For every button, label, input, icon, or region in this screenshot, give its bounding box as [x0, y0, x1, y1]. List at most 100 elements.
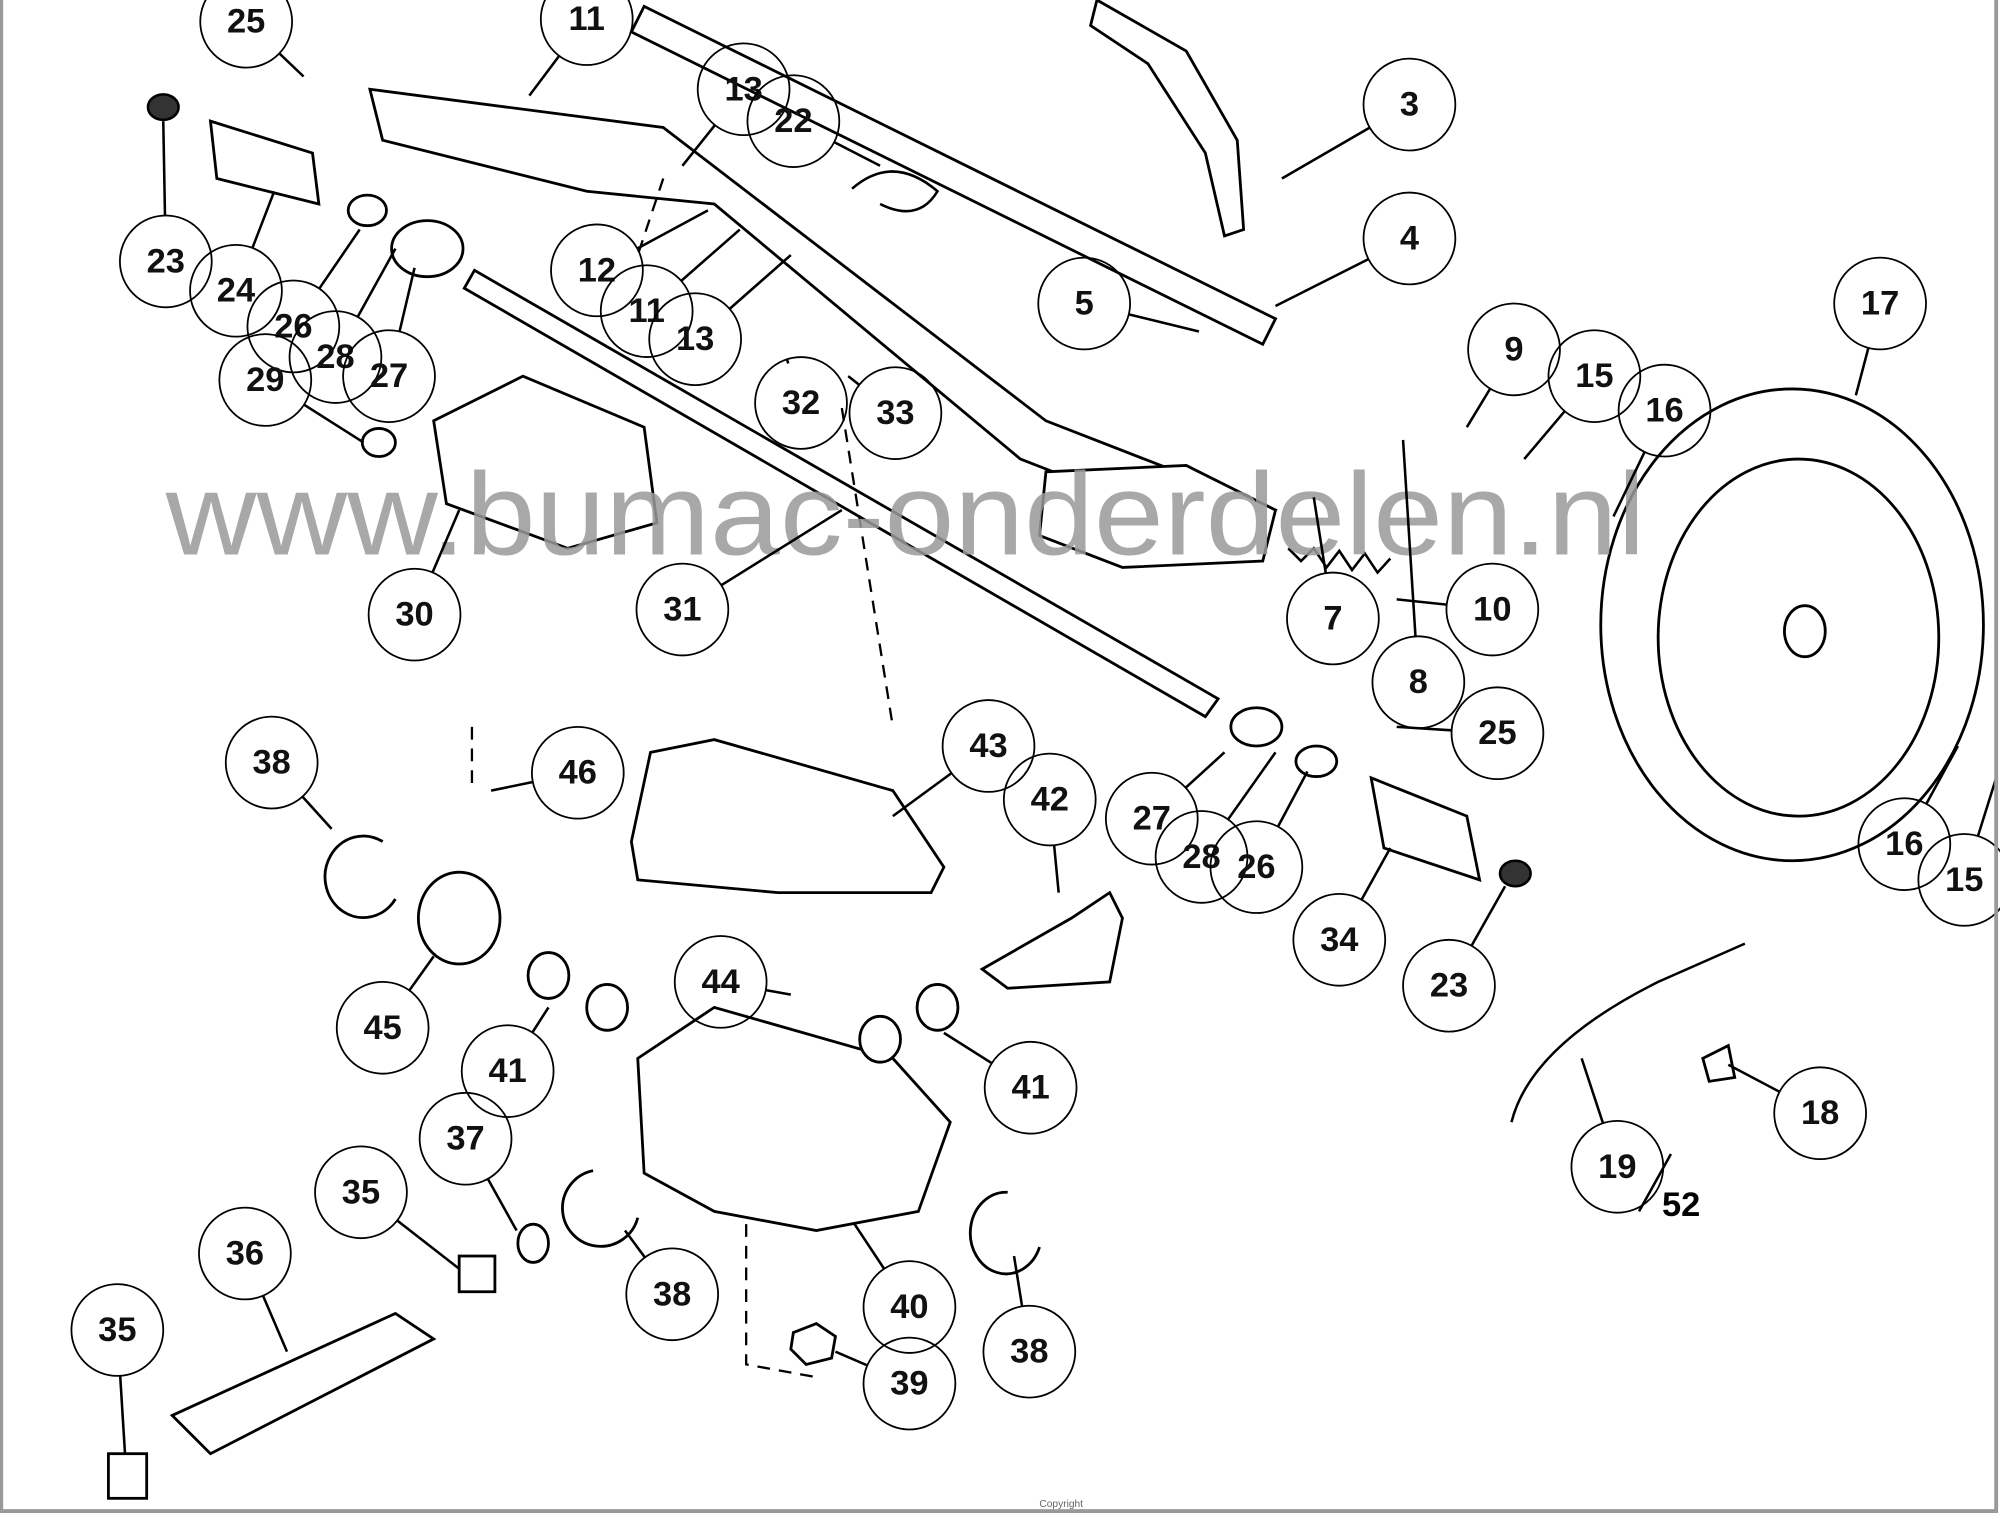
callout-circle	[941, 699, 1036, 793]
circlip-38b	[561, 1169, 640, 1248]
callout-3: 3	[1281, 57, 1457, 180]
callout-32: 32	[754, 356, 848, 450]
leader-line	[1227, 751, 1277, 821]
callout-circle	[696, 42, 791, 137]
callout-9: 9	[1465, 302, 1561, 428]
leader-line	[1580, 1057, 1605, 1124]
cable-19	[1510, 942, 1746, 1123]
callout-number: 43	[969, 727, 1007, 765]
callout-circle	[342, 329, 436, 423]
callout-circle	[539, 0, 634, 66]
callout-number: 45	[364, 1009, 402, 1047]
callout-number: 7	[1323, 599, 1342, 637]
callout-number: 36	[226, 1234, 264, 1272]
gear-42	[979, 890, 1124, 990]
callout-circle	[1209, 820, 1304, 914]
bushing-27	[390, 219, 465, 279]
callout-number: 46	[559, 754, 597, 792]
callout-number: 18	[1801, 1094, 1839, 1132]
callout-circle	[1773, 1066, 1867, 1161]
leader-line	[398, 267, 416, 332]
leader-line	[1128, 313, 1200, 333]
leader-line	[1854, 347, 1870, 396]
callout-number: 8	[1409, 663, 1428, 701]
leader-line	[261, 1295, 289, 1353]
callout-38: 38	[224, 715, 333, 830]
roller-shaft	[462, 268, 1221, 719]
callout-number: 15	[1945, 861, 1983, 899]
callout-number: 28	[1182, 838, 1220, 876]
callout-46: 46	[490, 725, 625, 820]
callout-36: 36	[198, 1206, 292, 1353]
callout-circle	[625, 1247, 720, 1342]
callout-circle	[530, 725, 625, 820]
callout-number: 44	[702, 963, 740, 1001]
callout-circle	[848, 366, 943, 460]
callout-circle	[1037, 256, 1131, 351]
callout-30: 30	[367, 509, 462, 662]
leader-line	[765, 988, 792, 996]
callout-number: 13	[724, 70, 762, 108]
parts-drawing	[107, 0, 1985, 1500]
leader-line	[531, 1006, 550, 1034]
leader-line	[303, 403, 365, 444]
callout-circle	[635, 562, 730, 657]
leader-line	[1976, 777, 1998, 837]
label-52: 52	[1662, 1186, 1700, 1224]
callout-number: 39	[890, 1365, 928, 1403]
leader-line	[396, 1219, 460, 1270]
callout-number: 16	[1885, 825, 1923, 863]
callout-41: 41	[943, 1031, 1078, 1135]
callout-number: 3	[1400, 86, 1419, 124]
leader-line	[486, 1178, 518, 1232]
leader-line	[943, 1031, 993, 1065]
leader-line	[853, 1223, 886, 1270]
callout-number: 19	[1598, 1148, 1636, 1186]
callout-circle	[418, 1091, 513, 1186]
callout-16: 16	[1612, 363, 1712, 517]
callout-4: 4	[1274, 191, 1457, 308]
nut-23	[146, 93, 180, 122]
callout-circle	[1547, 329, 1642, 423]
leader-line	[1312, 497, 1328, 574]
callout-number: 37	[446, 1120, 484, 1158]
callout-number: 11	[569, 0, 605, 38]
block-35b	[107, 1452, 149, 1500]
callout-circle	[862, 1260, 957, 1354]
callout-number: 26	[1237, 848, 1275, 886]
leader-line	[251, 190, 276, 249]
callout-circle	[1362, 57, 1457, 152]
callout-38: 38	[623, 1229, 720, 1342]
washer-37	[516, 1222, 550, 1264]
leader-line	[847, 375, 861, 386]
callout-number: 34	[1320, 921, 1358, 959]
callout-circle	[119, 214, 213, 309]
leader-line	[636, 209, 709, 250]
callout-15: 15	[1523, 329, 1642, 460]
callout-number: 23	[147, 242, 185, 280]
callout-circle	[1445, 562, 1540, 657]
divider-19-52	[1637, 1153, 1673, 1213]
callout-circle	[367, 567, 462, 662]
callout-17: 17	[1833, 256, 1927, 396]
cover-30	[432, 374, 659, 550]
callout-number: 30	[395, 596, 433, 634]
callout-circle	[754, 356, 848, 450]
leader-line	[720, 508, 843, 587]
leader-line	[1012, 1255, 1024, 1307]
callout-37: 37	[418, 1091, 518, 1232]
leader-line	[1612, 451, 1646, 517]
leader-line	[301, 795, 333, 830]
callout-circle	[1833, 256, 1927, 351]
bracket-7	[1038, 464, 1278, 569]
callout-number: 35	[98, 1311, 136, 1349]
washer-41b	[585, 983, 629, 1032]
callout-number: 4	[1400, 219, 1419, 257]
callout-circle	[982, 1304, 1077, 1399]
callout-44: 44	[673, 935, 792, 1029]
leader-line	[892, 772, 953, 818]
callout-circle	[1286, 571, 1380, 666]
callout-circle	[673, 935, 768, 1029]
leader-line	[1465, 387, 1492, 428]
